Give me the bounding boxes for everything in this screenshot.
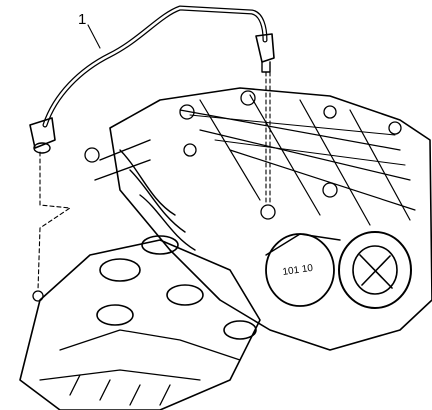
- throttle-body-stamp: 101 10: [282, 263, 314, 278]
- callout-leader: [87, 24, 101, 49]
- vent-hose: [29, 5, 275, 154]
- valve-cover-left: [19, 235, 261, 410]
- throttle-body: [265, 231, 412, 309]
- callout-number: 1: [78, 11, 86, 28]
- leader-lines: [32, 71, 276, 302]
- intake-manifold: [84, 87, 432, 351]
